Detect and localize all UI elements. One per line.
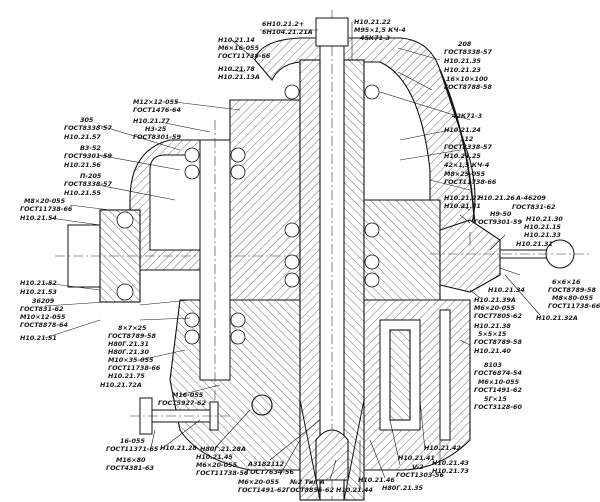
callout-c26: 42К71-3 [452,112,483,120]
central-shaft [299,10,365,501]
bearing [116,283,134,301]
left-input-shaft [55,209,300,303]
plug [251,394,273,416]
leader-lines [44,22,541,490]
callout-c23: Н10.21.42 [424,444,461,452]
callout-c34: Н10.21.32А [536,314,578,322]
callout-c20: Н10.21.44 [336,486,373,494]
lower-right-parts [379,309,451,441]
right-handle [430,219,590,293]
intermediate-shaft [184,120,246,400]
bearing [116,211,134,229]
callout-c1: 6Н10.21.2+6Н104.21.21А [262,20,313,36]
callout-c28: Н10.21.26 [478,194,515,202]
bolt-lower-left [130,394,273,435]
callout-c15: Н10.21.28 [160,444,197,452]
lower-nozzle [315,429,349,481]
main-bearings [284,84,380,288]
housing-outline [439,69,476,231]
shaft-cap [315,17,349,47]
